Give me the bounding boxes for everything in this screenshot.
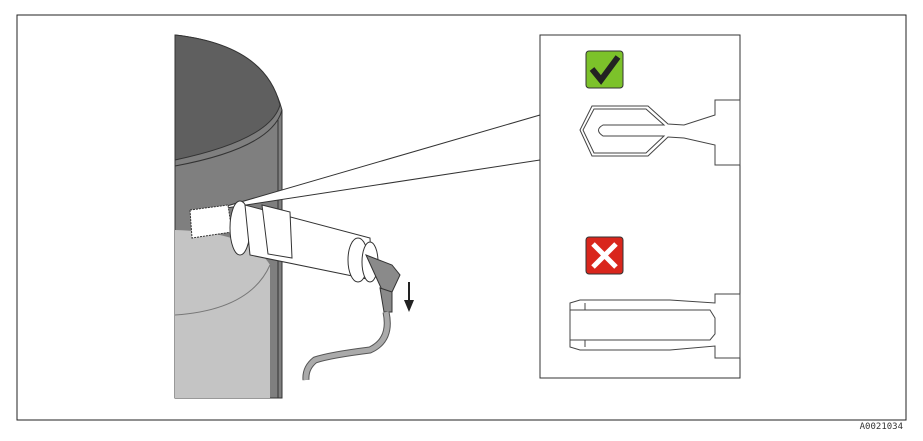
correct-fork-orientation — [579, 99, 741, 166]
cross-icon — [585, 236, 624, 275]
arrow-down-icon — [404, 282, 414, 312]
liquid — [175, 230, 270, 398]
tank-top — [174, 34, 281, 161]
level-switch-sensor — [189, 200, 401, 313]
incorrect-fork-orientation — [569, 293, 741, 359]
plug — [365, 254, 401, 293]
callout-lines — [212, 114, 541, 211]
detail-panel — [539, 34, 741, 379]
figure-frame — [16, 14, 907, 421]
tuning-fork — [189, 204, 233, 239]
document-id: A0021034 — [859, 422, 903, 432]
check-icon — [585, 50, 624, 89]
